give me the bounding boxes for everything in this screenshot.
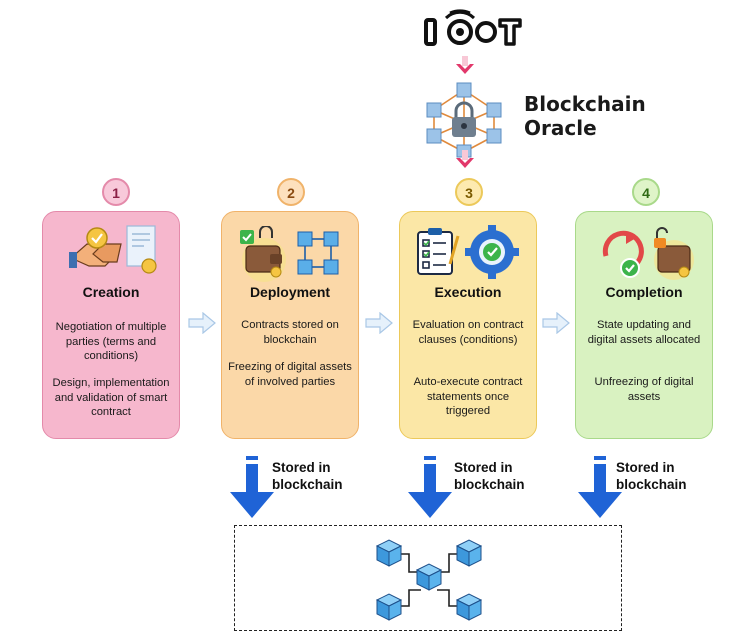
card-text-deployment-2: Freezing of digital assets of involved p… (228, 361, 352, 388)
card-title-creation: Creation (82, 284, 140, 300)
step-number-3: 3 (455, 178, 483, 206)
stored-label-1: Stored in blockchain (272, 459, 343, 493)
handshake-contract-icon (69, 225, 157, 274)
wallet-chain-icon (240, 226, 339, 282)
checklist-gear-icon (417, 225, 519, 279)
stored-label-line1: Stored in (272, 460, 331, 475)
oracle-title-line2: Oracle (524, 116, 597, 140)
stored-label-2: Stored in blockchain (454, 459, 525, 493)
step-number-2: 2 (277, 178, 305, 206)
blockchain-oracle-icon (426, 82, 502, 158)
card-title-completion: Completion (605, 284, 683, 300)
stored-label-line1: Stored in (454, 460, 513, 475)
card-text-creation-1: Negotiation of multiple parties (terms a… (55, 321, 167, 362)
blue-down-arrow-icon (408, 456, 452, 518)
card-text-completion-2: Unfreezing of digital assets (594, 376, 694, 403)
right-arrow-icon (188, 312, 216, 334)
card-text-deployment-1: Contracts stored on blockchain (241, 319, 339, 346)
right-arrow-icon (542, 312, 570, 334)
step-number-4: 4 (632, 178, 660, 206)
stored-label-line2: blockchain (272, 477, 343, 492)
stored-label-line2: blockchain (616, 477, 687, 492)
blue-down-arrow-icon (578, 456, 622, 518)
card-text-execution-2: Auto-execute contract statements once tr… (413, 376, 523, 417)
refresh-wallet-icon (602, 227, 694, 280)
step-number-1: 1 (102, 178, 130, 206)
oracle-title: Blockchain Oracle (524, 92, 646, 140)
card-text-execution-1: Evaluation on contract clauses (conditio… (412, 319, 524, 346)
stored-label-3: Stored in blockchain (616, 459, 687, 493)
step-card-execution: Execution Evaluation on contract clauses… (399, 211, 537, 439)
oracle-title-line1: Blockchain (524, 92, 646, 116)
stored-label-line2: blockchain (454, 477, 525, 492)
card-title-execution: Execution (434, 284, 502, 300)
card-text-completion-1: State updating and digital assets alloca… (587, 319, 701, 346)
pink-down-arrow-icon (456, 150, 474, 168)
step-card-creation: Creation Negotiation of multiple parties… (42, 211, 180, 439)
blue-down-arrow-icon (230, 456, 274, 518)
iot-label: IOT (0, 0, 1, 1)
pink-down-arrow-icon (456, 56, 474, 74)
right-arrow-icon (365, 312, 393, 334)
card-text-creation-2: Design, implementation and validation of… (52, 377, 170, 418)
step-card-completion: Completion State updating and digital as… (575, 211, 713, 439)
step-card-deployment: Deployment Contracts stored on blockchai… (221, 211, 359, 439)
stored-label-line1: Stored in (616, 460, 675, 475)
card-title-deployment: Deployment (249, 284, 331, 300)
blockchain-storage-box (234, 525, 622, 631)
blockchain-network-icon (375, 539, 483, 621)
iot-logo-icon (424, 9, 522, 46)
